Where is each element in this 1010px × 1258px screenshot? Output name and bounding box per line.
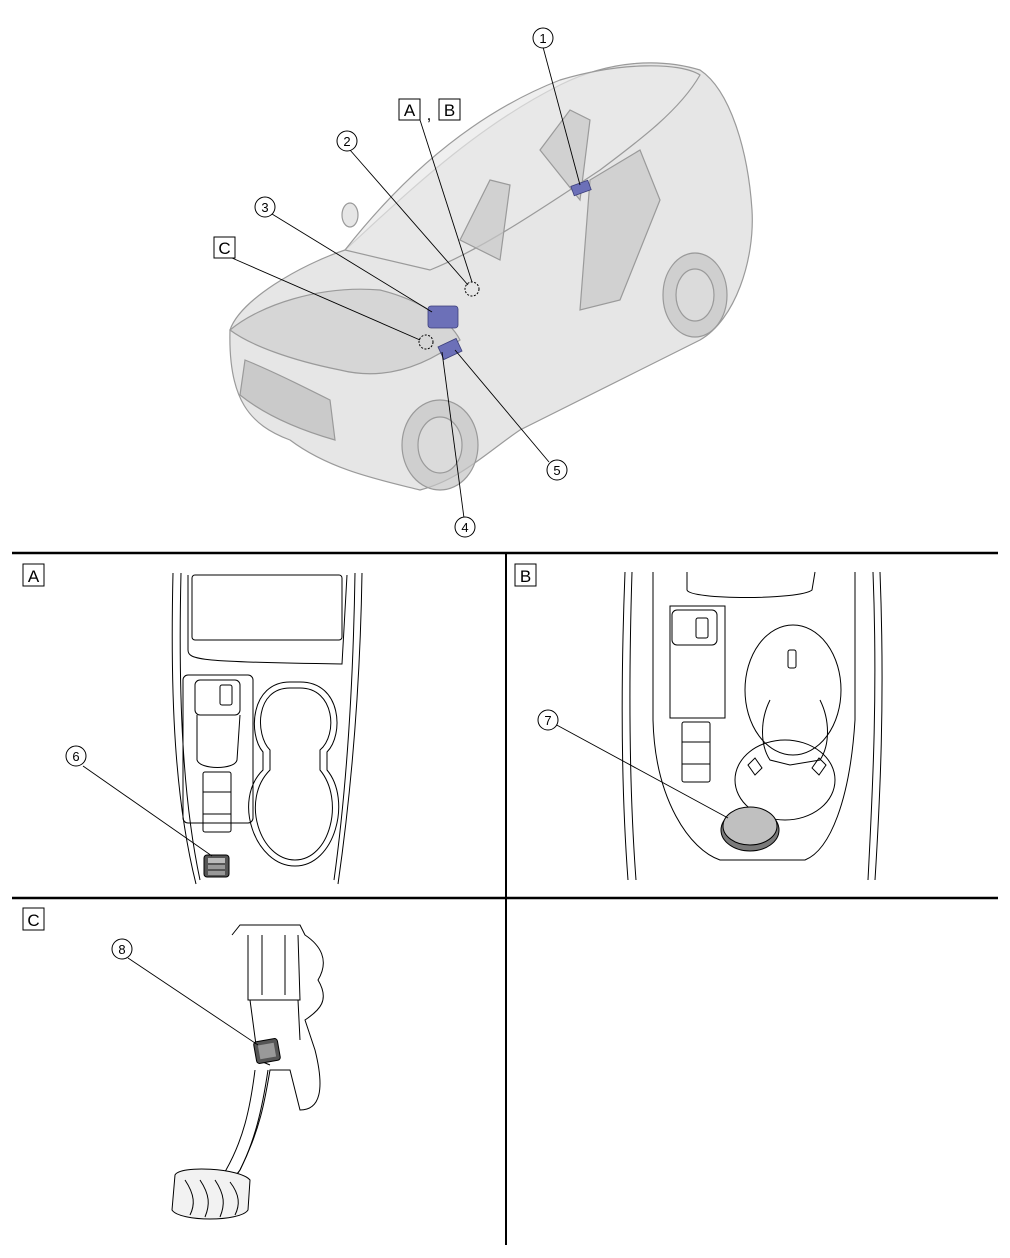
- rear-wheel-rim: [675, 268, 715, 322]
- view-c-box: [213, 236, 236, 259]
- highlighted-components: [427, 179, 592, 361]
- callout-7: [537, 709, 559, 731]
- callout-4-label: 4: [461, 520, 468, 535]
- leader-line-6: [82, 765, 213, 857]
- view-b-ref: B: [444, 101, 455, 120]
- callout-7-label: 7: [544, 713, 551, 728]
- view-b-box: [438, 98, 461, 121]
- marker-c: [418, 334, 434, 350]
- callout-2-label: 2: [343, 134, 350, 149]
- panel-b-console: [621, 571, 883, 881]
- component-8-sensor: [253, 1038, 281, 1064]
- panel-c-box: [22, 907, 45, 931]
- callout-1: [532, 27, 554, 49]
- leader-line-8: [127, 957, 259, 1046]
- callout-6: [65, 745, 87, 767]
- component-7-socket: [720, 806, 780, 852]
- callout-8: [111, 938, 133, 960]
- panel-b-label: B: [520, 567, 531, 586]
- callout-5-label: 5: [553, 463, 560, 478]
- component-6-switch: [203, 854, 230, 878]
- component-3-unit: [427, 305, 459, 329]
- car-grille: [239, 359, 336, 441]
- callout-2: [336, 130, 358, 152]
- view-separator: ,: [427, 105, 432, 124]
- car-hood: [229, 288, 461, 375]
- panel-grid: [12, 551, 998, 1245]
- car-roof: [343, 65, 701, 271]
- leader-line-7: [552, 722, 729, 819]
- panel-a-label: A: [28, 567, 40, 586]
- callout-5: [546, 459, 568, 481]
- front-wheel-rim: [417, 416, 463, 474]
- callout-3: [254, 196, 276, 218]
- panel-a-box: [22, 563, 45, 587]
- view-a-box: [398, 98, 421, 121]
- panel-b-box: [514, 563, 537, 587]
- callout-8-label: 8: [118, 942, 125, 957]
- callout-3-label: 3: [261, 200, 268, 215]
- leader-lines-top: [231, 46, 581, 519]
- panel-c-label: C: [27, 911, 39, 930]
- callout-4: [454, 516, 476, 538]
- car-seats: [459, 109, 661, 311]
- view-c-ref: C: [218, 239, 230, 258]
- panel-c-pedal: [171, 924, 324, 1220]
- callout-6-label: 6: [72, 749, 79, 764]
- vehicle-overview: [229, 62, 753, 491]
- component-5-unit: [437, 337, 463, 361]
- panel-a-console: [171, 572, 363, 885]
- callout-1-label: 1: [539, 31, 546, 46]
- side-mirror: [341, 202, 359, 228]
- view-a-ref: A: [404, 101, 416, 120]
